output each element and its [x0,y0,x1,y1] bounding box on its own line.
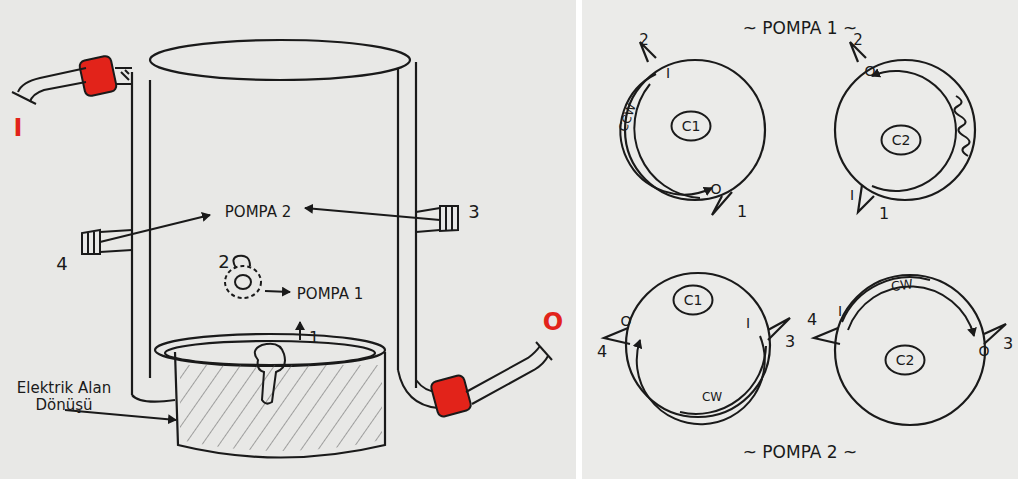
callout-number: 1 [309,329,319,347]
port-mark: I [746,316,750,331]
flow-arrow [620,71,974,424]
port-mark: O [710,182,721,197]
cylinder [132,40,416,458]
rotor-ellipse: C1 [672,284,714,316]
note: Elektrik Alan Dönüşü [9,380,119,413]
part-name: POMPA 2 [225,204,291,221]
rotor-ellipse: C2 [884,344,926,376]
callout-number: 3 [468,202,479,222]
callout-number: 2 [218,252,229,272]
inlet-pipe [12,55,132,104]
rotor-label: C1 [684,292,703,308]
callout-number: 1 [879,205,889,223]
rotor-label: C2 [892,132,911,148]
callout-number: 1 [737,203,747,221]
rotor-ellipse: C2 [880,124,922,156]
port-mark: I [666,66,670,81]
rotor-label: C2 [896,352,915,368]
panel-bg [0,0,576,479]
outlet-pipe [398,342,552,418]
part-name: POMPA 1 [297,286,363,303]
panel-title: ~ POMPA 2 ~ [743,443,858,462]
direction-label: CW [890,277,914,294]
port-mark: I [838,304,842,319]
rotor-label: C1 [682,118,701,134]
rotor-ellipse: C1 [670,110,712,142]
port-mark: I [850,188,854,203]
port-mark: O [864,64,875,79]
callout-number: 3 [1003,335,1013,353]
port-nozzle [82,230,132,254]
panel-bg [582,0,1018,479]
callout-number: 4 [56,254,67,274]
port-mark: O [620,314,631,329]
callout-number: 2 [853,32,863,49]
callout-number: 3 [785,333,795,351]
port-mark: I [14,115,23,141]
panel-title: ~ POMPA 1 ~ [743,19,858,38]
callout-number: 4 [597,343,607,361]
direction-label: CW [702,391,722,404]
callout-number: 4 [807,311,817,329]
port-mark: O [543,309,563,335]
callout-number: 2 [639,32,649,49]
port-mark: O [978,344,989,359]
pump-circle [604,42,1006,425]
